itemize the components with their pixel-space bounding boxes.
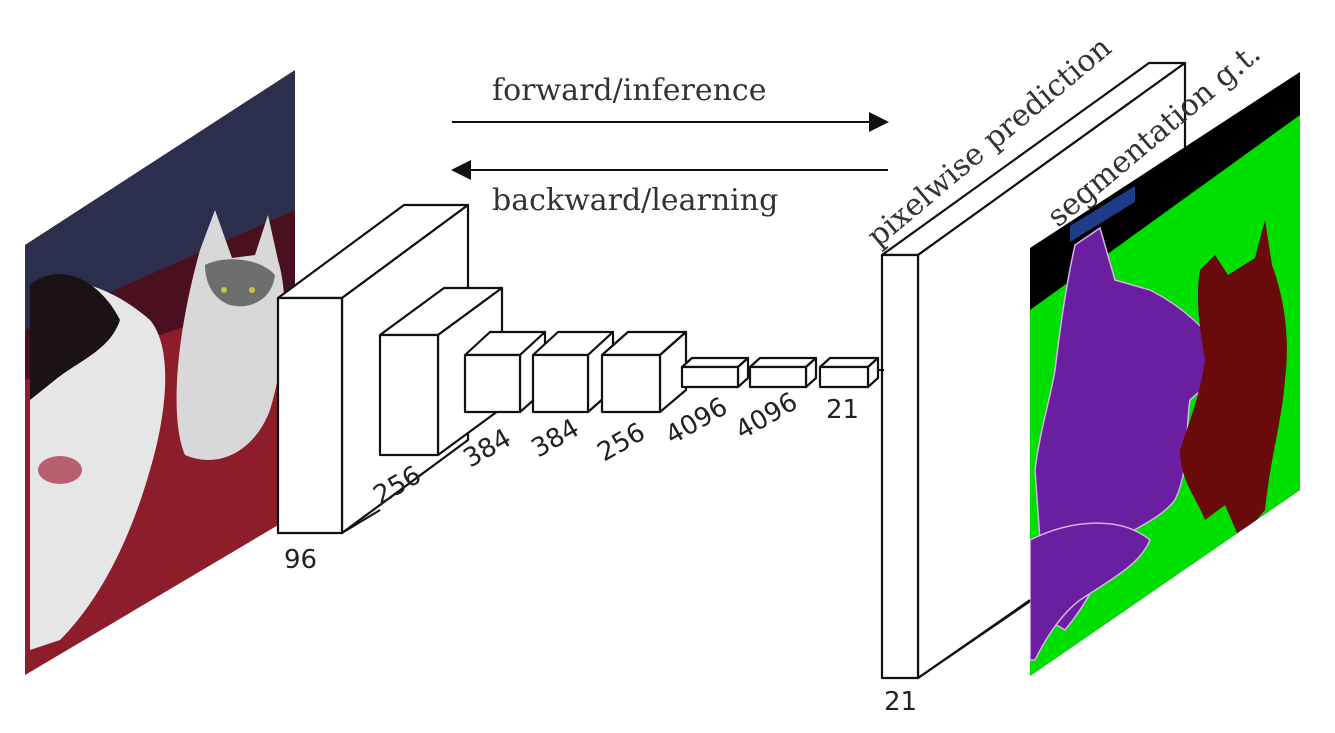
prediction-to-gt-connector — [917, 599, 1031, 679]
image-wall — [25, 70, 295, 330]
forward-label: forward/inference — [492, 73, 766, 108]
layer-4096-a-front — [680, 365, 740, 389]
layer-256-a-front — [378, 333, 440, 457]
layer-384-a-front — [463, 353, 522, 414]
layer-label-96: 96 — [284, 545, 317, 575]
image-cat-eye-right — [249, 287, 255, 293]
layer-4096-a — [680, 356, 750, 389]
image-dog-tongue — [38, 456, 82, 484]
layer-label-384-b: 384 — [527, 413, 585, 464]
prediction-slab-front — [880, 253, 920, 680]
gt-dog-paw — [1030, 522, 1151, 661]
backward-label: backward/learning — [492, 183, 778, 218]
layer-label-4096-b: 4096 — [731, 387, 803, 446]
layer-21 — [818, 356, 880, 389]
layer-384-b-front — [531, 353, 590, 414]
layer-256-b — [600, 330, 688, 414]
input-image — [25, 70, 295, 675]
layer-4096-b-front — [748, 365, 808, 389]
layer-4096-b — [748, 356, 818, 389]
layer-256-a — [378, 286, 504, 457]
layer-21-front — [818, 365, 870, 389]
layer-256-b-front — [600, 353, 662, 414]
image-cat-face — [205, 259, 275, 307]
image-cat-eye-left — [221, 287, 227, 293]
gt-cat-region — [1180, 220, 1287, 540]
layer-label-21: 21 — [826, 395, 859, 425]
layer-96-front — [276, 296, 344, 535]
layer-label-256-b: 256 — [593, 417, 651, 468]
image-dog-head — [30, 273, 120, 400]
prediction-depth-label: 21 — [884, 687, 917, 717]
gt-bar — [1070, 186, 1135, 242]
